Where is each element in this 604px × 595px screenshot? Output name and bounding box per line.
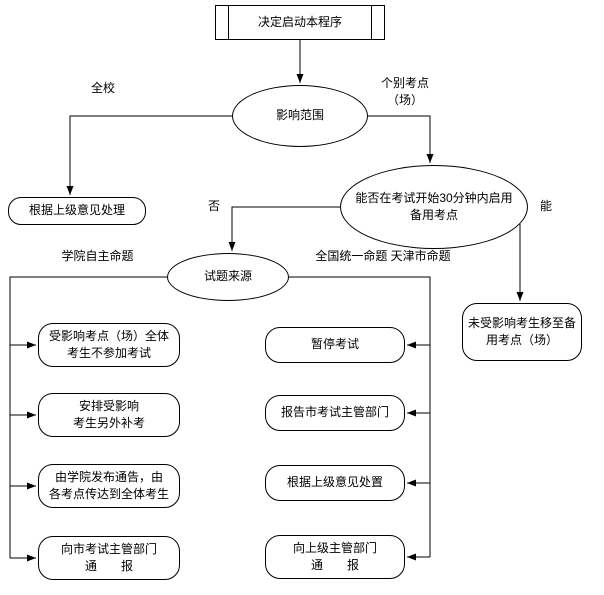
move-unaffected-node: 未受影响考生移至备 用考点（场）: [462, 303, 582, 361]
edge-label-college-proposed: 学院自主命题: [61, 249, 134, 263]
start-node: 决定启动本程序: [215, 5, 385, 40]
edge-scope-to-backup-decision: [368, 115, 434, 163]
scope-decision-label: 影响范围: [275, 108, 324, 123]
scope-decision-node: 影响范围: [232, 85, 368, 147]
right-step-notify-superior-label: 向上级主管部门 通 报: [292, 540, 377, 572]
edge-source-left-trunk: [9, 276, 167, 558]
backup-site-decision-node: 能否在考试开始30分钟内启用 备用考点: [340, 165, 528, 249]
edge-label-national-tianjin: 全国统一命题 天津市命题: [315, 249, 451, 263]
left-step-announcement-node: 由学院发布通告，由 各考点传达到全体考生: [38, 464, 180, 508]
right-step-report-authority-node: 报告市考试主管部门: [265, 395, 405, 431]
right-step-notify-superior-node: 向上级主管部门 通 报: [265, 535, 405, 579]
start-node-label: 决定启动本程序: [257, 14, 342, 29]
edge-label-no: 否: [207, 199, 220, 213]
handle-superior-opinion-label: 根据上级意见处理: [28, 203, 125, 218]
predef-bar-right: [371, 6, 372, 39]
edge-label-individual-site: 个别考点 （场）: [380, 76, 429, 107]
move-unaffected-label: 未受影响考生移至备 用考点（场）: [467, 315, 576, 347]
right-step-handle-opinion-label: 根据上级意见处置: [286, 475, 383, 490]
edge-scope-to-superior: [66, 115, 232, 195]
left-step-no-exam-label: 受影响考点（场）全体 考生不参加考试: [48, 328, 169, 360]
question-source-node: 试题来源: [167, 253, 289, 301]
left-step-announcement-label: 由学院发布通告，由 各考点传达到全体考生: [48, 469, 169, 501]
left-step-report-city-label: 向市考试主管部门 通 报: [60, 541, 157, 573]
right-step-handle-opinion-node: 根据上级意见处置: [265, 465, 405, 501]
edge-source-right-trunk: [289, 276, 431, 557]
edge-label-yes: 能: [539, 199, 552, 213]
left-step-report-city-node: 向市考试主管部门 通 报: [38, 536, 180, 580]
handle-superior-opinion-node: 根据上级意见处理: [8, 197, 146, 225]
left-step-makeup-exam-node: 安排受影响 考生另外补考: [38, 393, 180, 437]
right-step-report-authority-label: 报告市考试主管部门: [280, 405, 389, 420]
left-step-no-exam-node: 受影响考点（场）全体 考生不参加考试: [38, 323, 180, 367]
right-step-suspend-exam-label: 暂停考试: [310, 337, 359, 352]
backup-site-decision-label: 能否在考试开始30分钟内启用 备用考点: [355, 190, 513, 222]
right-step-suspend-exam-node: 暂停考试: [265, 327, 405, 363]
edge-backup-no-to-source: [228, 206, 340, 251]
left-step-makeup-exam-label: 安排受影响 考生另外补考: [72, 398, 145, 430]
edge-label-whole-school: 全校: [90, 81, 115, 95]
question-source-label: 试题来源: [203, 269, 252, 284]
predef-bar-left: [228, 6, 229, 39]
